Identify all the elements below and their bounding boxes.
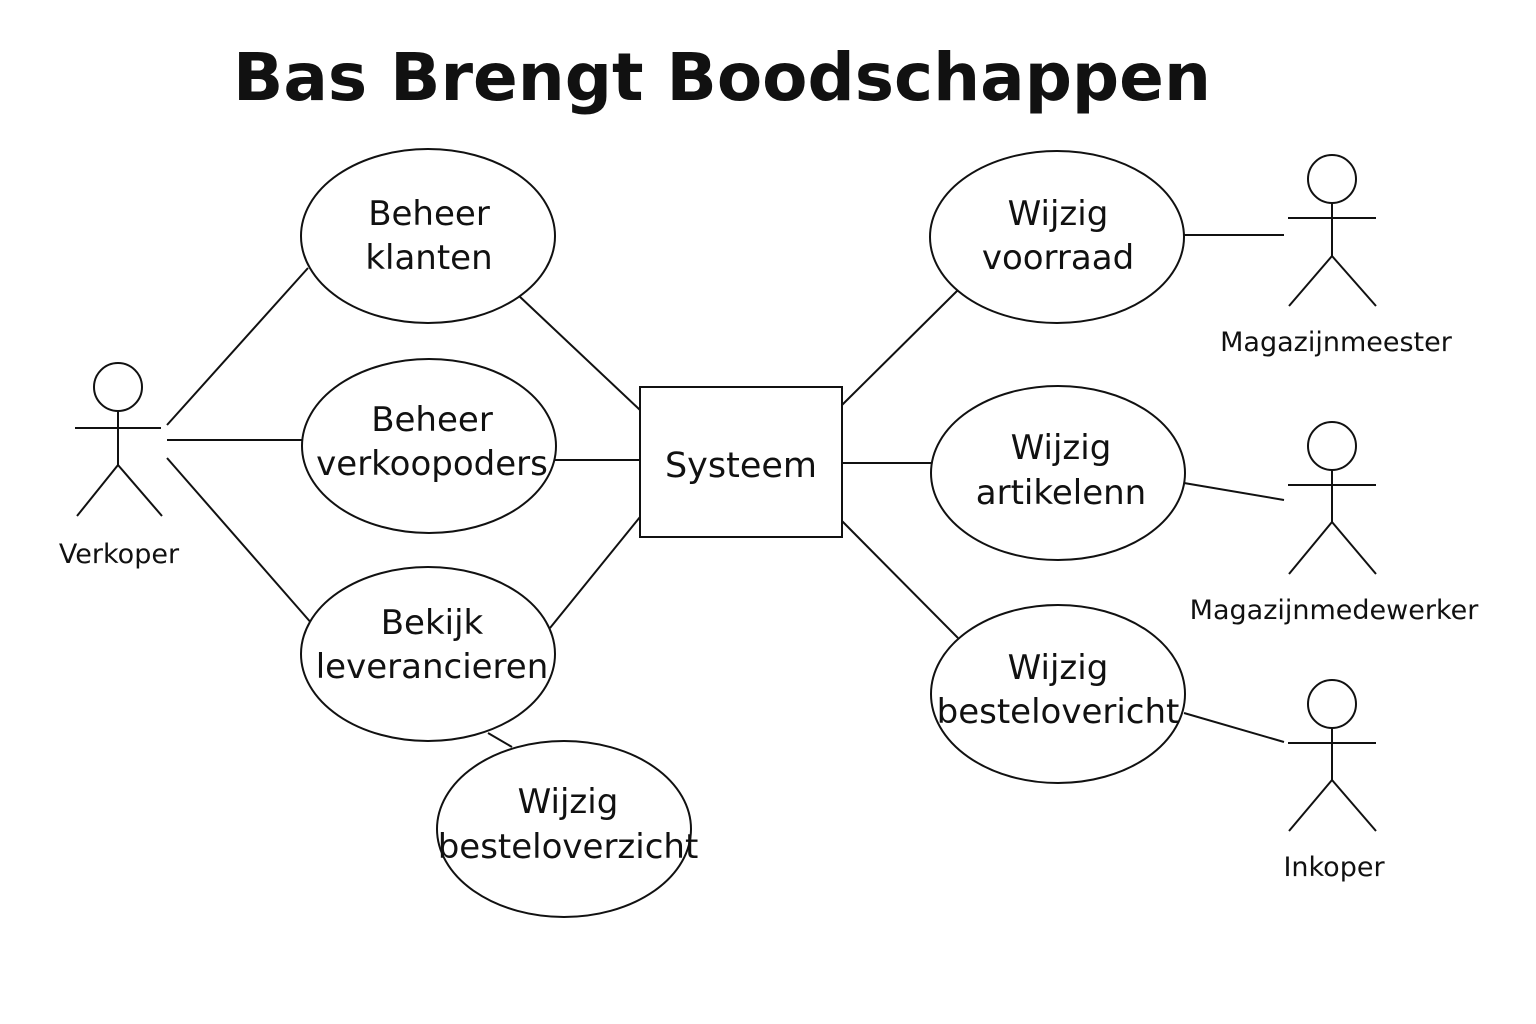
connector-wijzig-artikelen-magazijnmedewerker	[1183, 482, 1285, 501]
use-case-ellipse	[929, 150, 1185, 324]
actor-label: Magazijnmeester	[1220, 327, 1453, 358]
use-case-line-1: Bekijk	[381, 603, 484, 643]
actor-inkoper: Inkoper	[1283, 679, 1385, 883]
use-case-line-1: Wijzig	[1011, 428, 1112, 468]
use-case-beheer-verkoopoders: Beheer verkoopoders	[301, 358, 557, 534]
use-case-line-1: Wijzig	[518, 782, 619, 822]
actor-label: Magazijnmedewerker	[1190, 595, 1480, 626]
use-case-line-1: Wijzig	[1008, 194, 1109, 234]
stick-figure-icon	[1288, 154, 1377, 307]
stick-figure-icon	[1288, 679, 1377, 832]
system-rectangle	[639, 386, 843, 538]
use-case-line-2: besteloverzicht	[438, 827, 699, 867]
system-box: Systeem	[639, 386, 843, 538]
stick-figure-icon	[75, 362, 163, 517]
use-case-wijzig-bestelovericht: Wijzig bestelovericht	[930, 604, 1186, 784]
use-case-line-1: Beheer	[368, 194, 490, 234]
connector-systeem-wijzig-bestelovericht	[841, 520, 959, 639]
use-case-ellipse	[436, 740, 692, 918]
connector-bekijk-leveranciers-wijzig-besteloverzicht	[487, 732, 513, 748]
connector-bekijk-leveranciers-systeem	[549, 516, 641, 629]
connector-systeem-wijzig-voorraad	[841, 289, 959, 406]
diagram-title: Bas Brengt Boodschappen	[233, 39, 1211, 116]
connectors	[166, 234, 1285, 748]
connector-verkoper-bekijk-leveranciers	[166, 457, 314, 626]
system-label: Systeem	[665, 446, 817, 486]
use-case-ellipse	[300, 566, 556, 742]
use-case-wijzig-artikelen: Wijzig artikelenn	[930, 385, 1186, 561]
actor-verkoper: Verkoper	[59, 362, 180, 570]
use-case-ellipse	[930, 385, 1186, 561]
use-case-ellipse	[301, 358, 557, 534]
use-case-line-2: voorraad	[982, 238, 1134, 278]
use-case-line-2: artikelenn	[976, 473, 1146, 513]
connector-beheer-klanten-systeem	[517, 294, 641, 411]
use-case-ellipse	[930, 604, 1186, 784]
actor-magazijnmeester: Magazijnmeester	[1220, 154, 1453, 358]
stick-figure-icon	[1288, 421, 1377, 575]
use-case-bekijk-leveranciers: Bekijk leverancieren	[300, 566, 556, 742]
use-case-line-2: klanten	[365, 238, 492, 278]
connector-wijzig-bestelovericht-inkoper	[1183, 712, 1285, 743]
use-case-wijzig-besteloverzicht: Wijzig besteloverzicht	[436, 740, 699, 918]
use-case-line-2: verkoopoders	[316, 444, 548, 484]
connector-verkoper-beheer-klanten	[166, 267, 309, 426]
use-case-line-2: bestelovericht	[937, 692, 1180, 732]
use-case-line-1: Beheer	[371, 400, 493, 440]
use-case-beheer-klanten: Beheer klanten	[300, 148, 556, 324]
use-case-ellipse	[300, 148, 556, 324]
use-case-wijzig-voorraad: Wijzig voorraad	[929, 150, 1185, 324]
use-case-line-2: leverancieren	[316, 647, 549, 687]
actor-label: Inkoper	[1283, 852, 1385, 883]
actor-label: Verkoper	[59, 539, 180, 570]
actor-magazijnmedewerker: Magazijnmedewerker	[1190, 421, 1480, 626]
use-case-line-1: Wijzig	[1008, 648, 1109, 688]
